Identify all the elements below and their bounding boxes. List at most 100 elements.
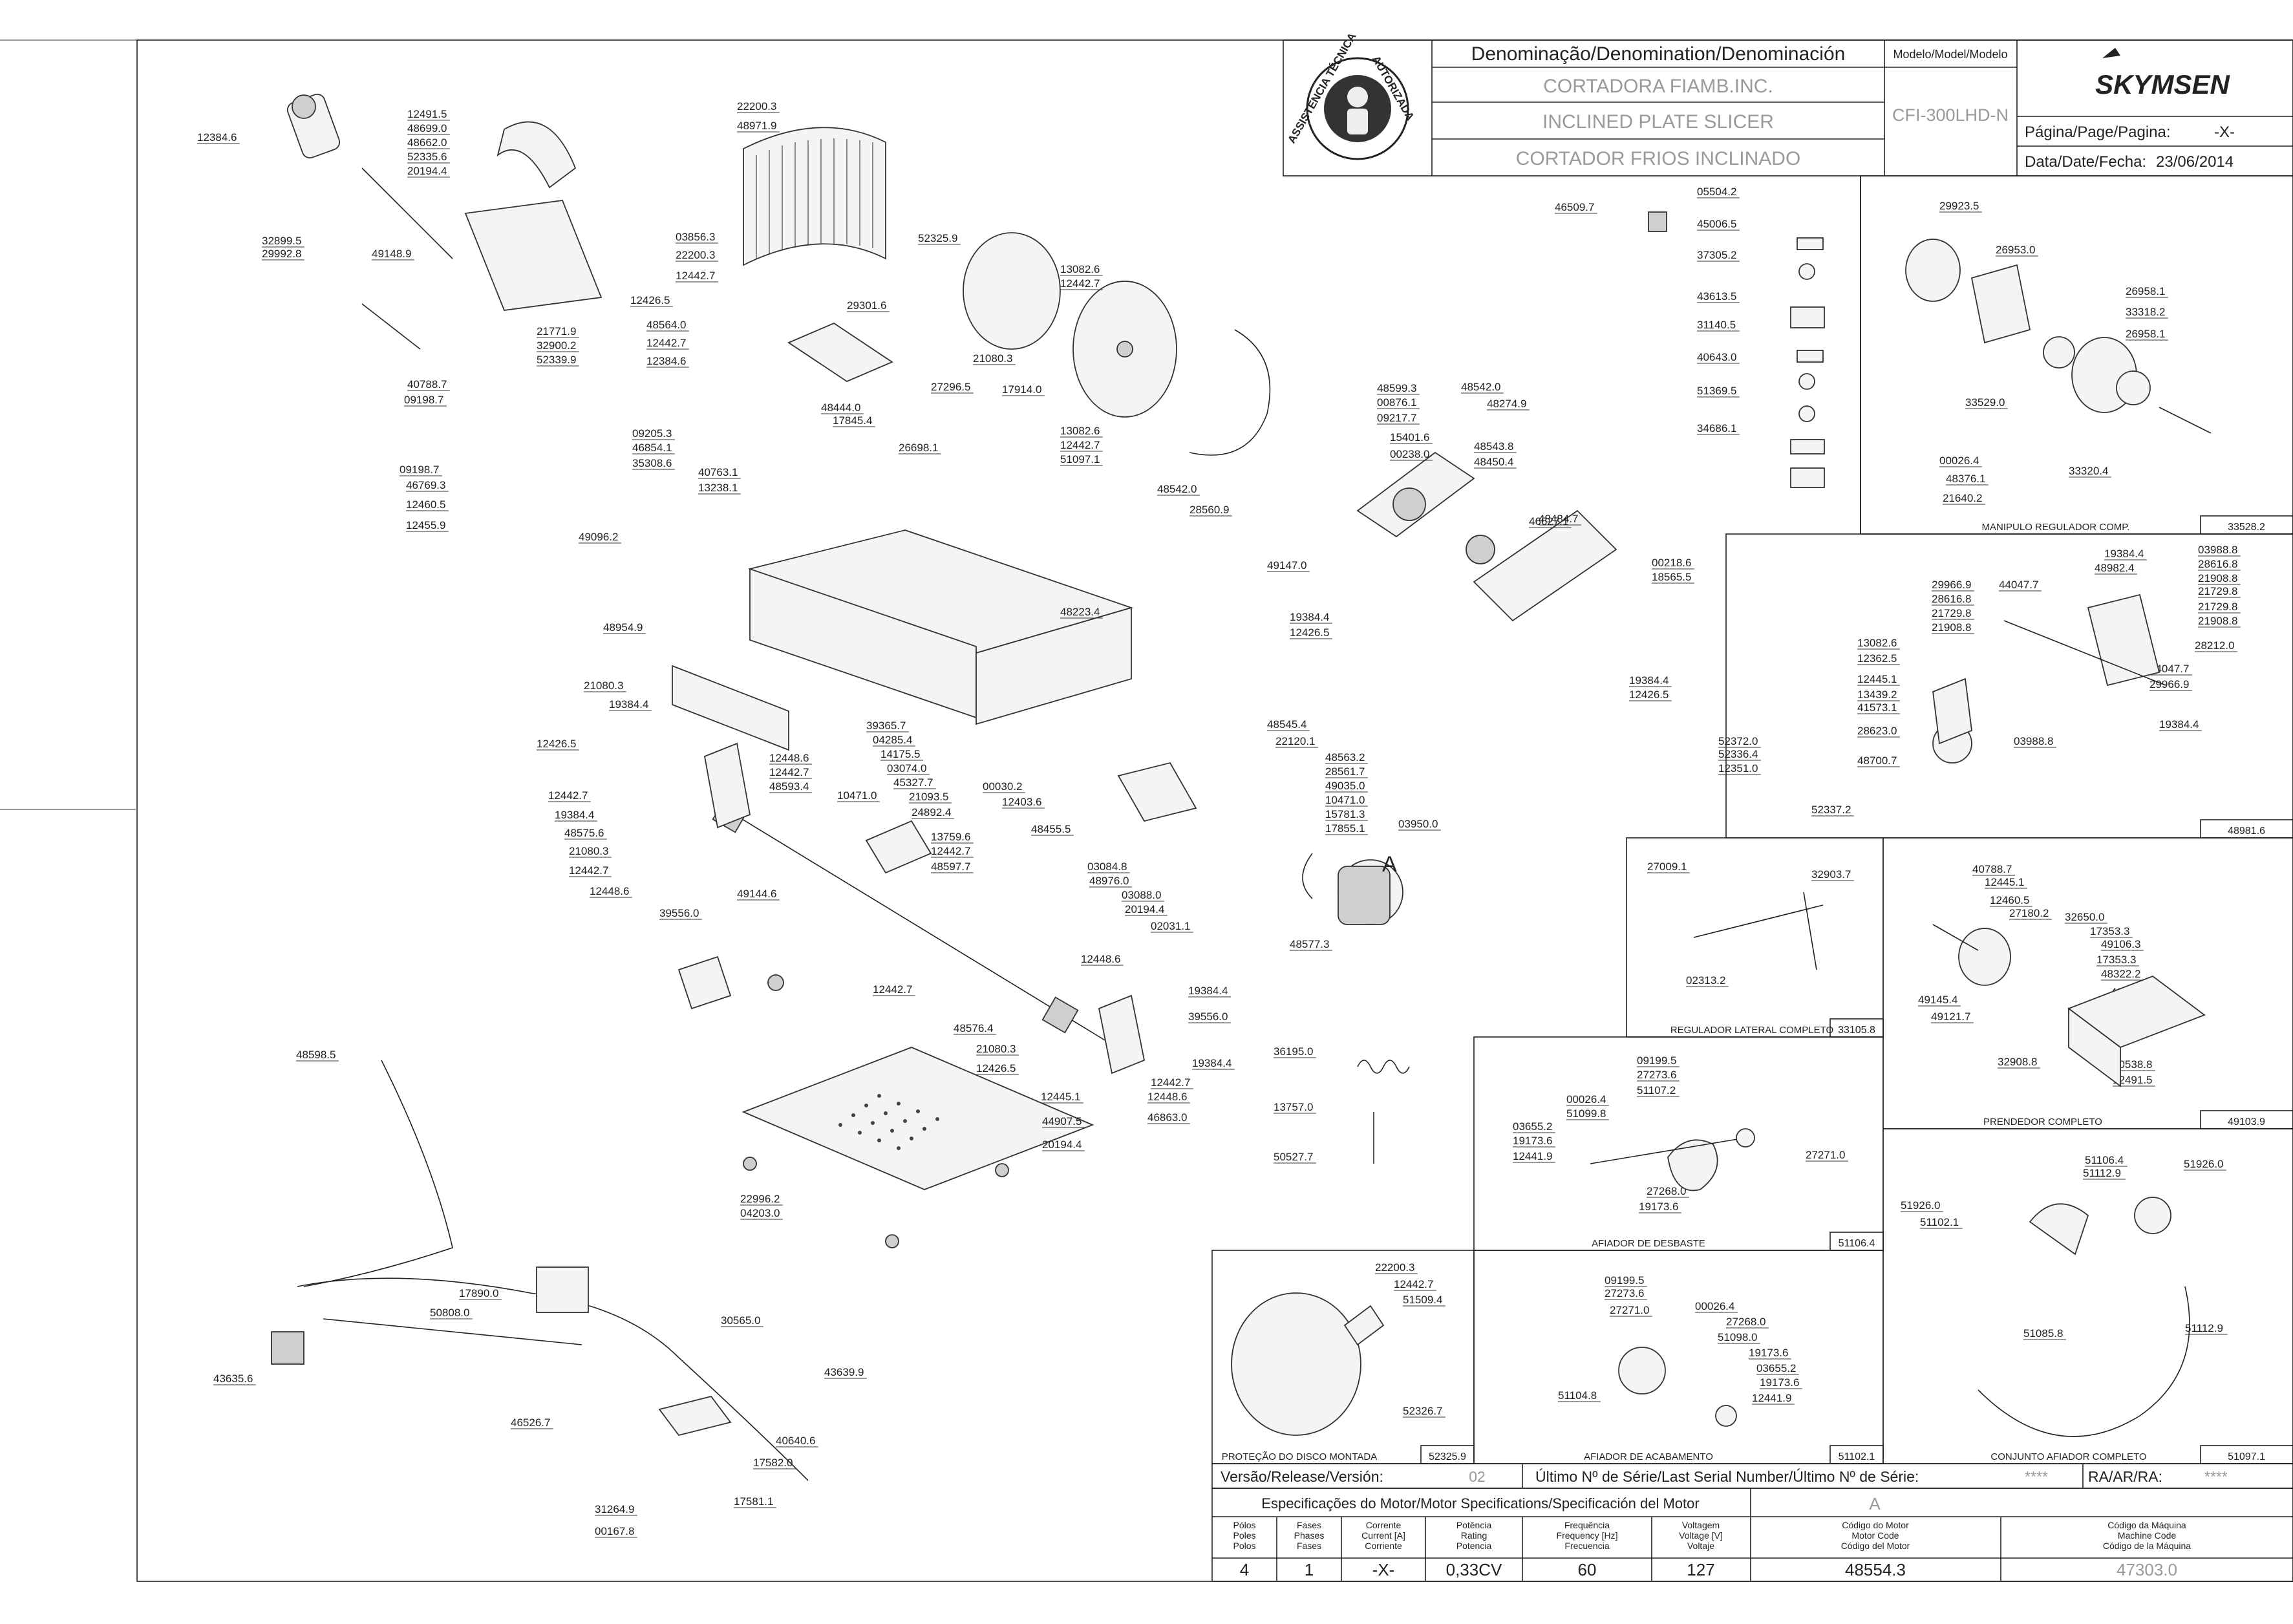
part-number-label: 09199.5 [1605,1274,1644,1287]
part-number-label: 17353.3 [2096,954,2136,966]
part-number-label: 00026.4 [1566,1093,1606,1106]
part-number-label: 48576.4 [954,1022,993,1034]
denomination-es: CORTADOR FRIOS INCLINADO [1516,148,1801,169]
part-number-label: 13238.1 [698,482,738,494]
part-number-label: 48976.0 [1089,875,1129,887]
part-number-label: 48593.4 [769,780,809,793]
part-number-label: 19384.4 [1290,611,1329,623]
part-number-label: 24892.4 [912,806,951,818]
part-number-label: 46854.1 [632,442,672,454]
motor-table-header: Poles [1233,1530,1255,1541]
part-number-label: 12445.1 [1041,1091,1080,1103]
part-number-label: 28212.0 [2195,639,2234,652]
part-number-label: 12455.9 [406,519,445,531]
part-number-label: 12426.5 [1629,689,1669,701]
part-number-label: 39556.0 [659,907,699,919]
part-number-label: 48223.4 [1060,606,1100,618]
part-number-label: 21729.8 [2198,601,2237,613]
motor-callout-letter: A [1382,852,1397,877]
part-number-label: 00238.0 [1390,448,1429,460]
part-number-label: 12442.7 [569,864,608,877]
part-number-label: 12442.7 [1060,277,1100,290]
motor-table-header: Frecuencia [1564,1541,1609,1551]
motor-table-value: 1 [1305,1560,1314,1579]
part-number-label: 09199.5 [1637,1054,1676,1067]
part-number-label: 19384.4 [555,809,594,821]
part-number-label: 48700.7 [1857,754,1897,767]
part-number-label: 17353.3 [2090,925,2129,937]
subassembly-caption: PROTEÇÃO DO DISCO MONTADA [1222,1451,1378,1462]
part-number-label: 48542.0 [1157,483,1197,495]
part-number-label: 40643.0 [1697,351,1736,363]
part-number-label: 51369.5 [1697,385,1736,397]
subassembly-panels [1211,175,2293,1464]
motor-table-letter: A [1869,1494,1881,1513]
part-number-label: 19384.4 [1192,1057,1232,1069]
part-number-label: 44047.7 [1999,579,2038,591]
part-number-label: 34686.1 [1697,422,1736,434]
part-number-label: 30565.0 [721,1314,760,1327]
part-number-label: 48543.8 [1474,440,1513,453]
part-number-label: 51107.2 [1637,1084,1676,1096]
part-number-label: 22200.3 [1375,1261,1414,1274]
part-number-label: 48599.3 [1377,382,1416,394]
motor-table-header: Frequência [1564,1520,1610,1530]
part-number-label: 13082.6 [1060,263,1100,275]
part-number-label: 12384.6 [646,355,686,367]
part-number-label: 03655.2 [1756,1362,1796,1374]
part-number-label: 31264.9 [595,1503,634,1515]
motor-table-header: Código da Máquina [2107,1520,2186,1530]
part-number-label: 51099.8 [1566,1107,1606,1120]
motor-table-header: Potência [1456,1520,1492,1530]
part-number-label: 48274.9 [1487,398,1526,410]
part-number-label: 51097.1 [1060,453,1100,465]
motor-table-header: Fases [1297,1541,1321,1551]
subassembly-code: 51097.1 [2228,1451,2265,1462]
part-number-label: 12491.5 [2113,1074,2152,1086]
model-header: Modelo/Model/Modelo [1893,48,2007,61]
part-number-label: 50527.7 [1274,1151,1313,1163]
part-number-label: 13082.6 [1060,425,1100,437]
part-number-label: 12442.7 [1394,1278,1433,1290]
part-number-label: 12362.5 [1857,652,1897,665]
part-number-label: 48954.9 [603,621,643,634]
part-number-label: 32650.0 [2065,911,2104,923]
part-number-label: 09198.7 [404,394,443,406]
part-number-label: 12442.7 [1151,1076,1190,1089]
subassembly-code: 51106.4 [1839,1238,1875,1249]
part-number-label: 03655.2 [1513,1120,1552,1133]
part-number-label: 19173.6 [1760,1376,1799,1389]
part-number-label: 48376.1 [1946,473,1985,485]
part-number-label: 20194.4 [1125,903,1164,915]
serial-value: **** [2025,1468,2048,1485]
part-number-label: 33318.2 [2126,306,2165,318]
part-number-label: 17914.0 [1002,383,1041,396]
part-number-label: 12384.6 [197,131,237,144]
part-number-label: 43613.5 [1697,290,1736,303]
part-number-label: 36195.0 [1274,1045,1313,1058]
motor-table-header: Código de la Máquina [2103,1541,2191,1551]
part-number-label: 21080.3 [973,352,1012,365]
part-number-label: 00167.8 [595,1525,634,1537]
part-number-label: 46526.7 [511,1416,550,1429]
part-number-label: 27268.0 [1647,1185,1686,1197]
part-number-label: 12448.6 [769,752,809,764]
part-number-label: 44907.5 [1042,1115,1082,1127]
denomination-header: Denominação/Denomination/Denominación [1471,43,1846,65]
part-number-label: 51085.8 [2023,1327,2063,1340]
part-number-label: 19384.4 [2104,548,2144,560]
part-number-label: 17890.0 [459,1287,498,1299]
motor-table-header: Código do Motor [1842,1520,1909,1530]
part-number-label: 12448.6 [590,885,629,897]
part-number-label: 20194.4 [1042,1138,1082,1151]
motor-table-value: 48554.3 [1845,1560,1906,1579]
part-number-label: 40788.7 [1972,863,2012,875]
part-number-label: 18565.5 [1652,571,1691,583]
part-number-label: 21080.3 [569,845,608,857]
part-number-label: 28616.8 [2198,558,2237,570]
part-number-label: 12442.7 [646,337,686,349]
serial-label: Último Nº de Série/Last Serial Number/Úl… [1535,1468,1919,1485]
part-number-label: 26698.1 [899,442,938,454]
part-number-label: 48597.7 [931,860,970,873]
